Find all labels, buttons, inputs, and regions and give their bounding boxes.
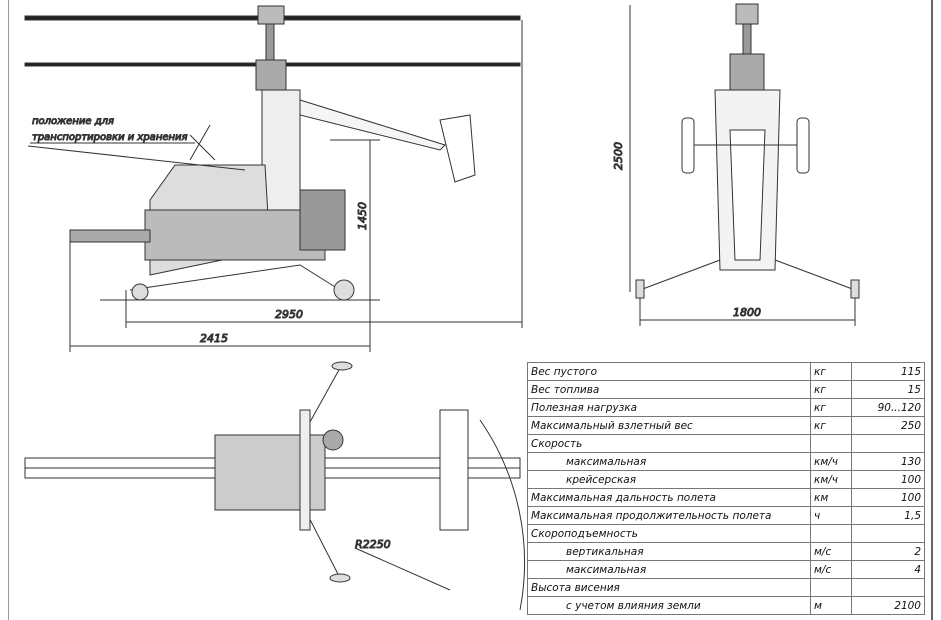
spec-value: 115 xyxy=(851,362,925,381)
spec-unit xyxy=(810,524,852,543)
spec-unit: м/с xyxy=(810,560,852,579)
tail-fin xyxy=(439,114,476,183)
spec-label: Максимальная дальность полета xyxy=(527,488,811,507)
spec-label: Вес пустого xyxy=(527,362,811,381)
spec-label: Максимальная продолжительность полета xyxy=(527,506,811,525)
spec-unit: кг xyxy=(810,362,852,381)
spec-row: Скорость xyxy=(527,434,925,453)
spec-label: Скорость xyxy=(527,434,811,453)
spec-unit xyxy=(810,434,852,453)
spec-unit: м xyxy=(810,596,852,615)
spec-label: Вес топлива xyxy=(527,380,811,399)
front-view: 2500 1800 xyxy=(612,3,860,326)
spec-unit: км/ч xyxy=(810,452,852,471)
dimension-1800: 1800 xyxy=(733,306,761,319)
spec-value: 130 xyxy=(851,452,925,471)
transport-note-line2: транспортировки и хранения xyxy=(32,132,188,143)
spec-label: Скороподъемность xyxy=(527,524,811,543)
spec-label: Полезная нагрузка xyxy=(527,398,811,417)
dimension-2500: 2500 xyxy=(612,142,625,170)
spec-label: крейсерская xyxy=(527,470,811,489)
spec-unit: кг xyxy=(810,380,852,399)
spec-unit: кг xyxy=(810,416,852,435)
spec-unit: м/с xyxy=(810,542,852,561)
front-shaft xyxy=(69,229,151,243)
drawing-frame xyxy=(8,0,933,620)
spec-value: 1,5 xyxy=(851,506,925,525)
spec-value xyxy=(851,524,925,543)
spec-value xyxy=(851,578,925,597)
spec-value: 100 xyxy=(851,470,925,489)
spec-value: 250 xyxy=(851,416,925,435)
top-view: R2250 xyxy=(24,361,526,611)
spec-unit xyxy=(810,578,852,597)
transport-note-line1: положение для xyxy=(32,116,114,127)
dimension-2950: 2950 xyxy=(275,308,303,321)
engine xyxy=(144,209,326,261)
spec-value: 15 xyxy=(851,380,925,399)
spec-unit: км xyxy=(810,488,852,507)
spec-value xyxy=(851,434,925,453)
dimension-1450: 1450 xyxy=(356,202,369,230)
spec-unit: ч xyxy=(810,506,852,525)
spec-label: Высота висения xyxy=(527,578,811,597)
dimension-2415: 2415 xyxy=(200,332,228,345)
spec-label: вертикальная xyxy=(527,542,811,561)
spec-row: Скороподъемность xyxy=(527,524,925,543)
spec-label: с учетом влияния земли xyxy=(527,596,811,615)
spec-value: 4 xyxy=(851,560,925,579)
rotor-hub xyxy=(257,5,285,25)
spec-value: 2 xyxy=(851,542,925,561)
spec-value: 100 xyxy=(851,488,925,507)
spec-value: 90...120 xyxy=(851,398,925,417)
tail-boom xyxy=(299,99,446,151)
side-view: положение для транспортировки и хранения… xyxy=(24,5,523,352)
spec-row: Высота висения xyxy=(527,578,925,597)
spec-unit: кг xyxy=(810,398,852,417)
dimension-r2250: R2250 xyxy=(355,538,391,551)
spec-unit: км/ч xyxy=(810,470,852,489)
spec-label: Максимальный взлетный вес xyxy=(527,416,811,435)
spec-label: максимальная xyxy=(527,560,811,579)
spec-label: максимальная xyxy=(527,452,811,471)
spec-value: 2100 xyxy=(851,596,925,615)
